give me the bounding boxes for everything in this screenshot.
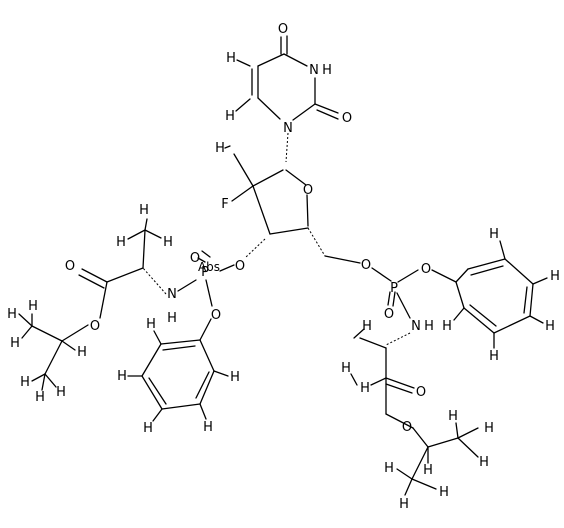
atom-h-ipr-right-7: H — [399, 497, 409, 512]
atom-h-phenyl-right-3: H — [545, 319, 555, 334]
atom-h-alpha-left-2: H — [116, 235, 126, 250]
atom-labels: O N H O N H H H F O O O O P Abs O N H O … — [7, 22, 560, 512]
atom-o-p-left-phenoxy: O — [211, 308, 221, 323]
atom-h-ipr-left-3: H — [10, 336, 20, 351]
atom-o-ester-left-single: O — [90, 319, 100, 334]
atom-n-right: N — [411, 319, 421, 334]
atom-h-phenyl-left-5: H — [230, 370, 240, 385]
bond-lines — [18, 35, 548, 496]
atom-o-ester-left-double: O — [65, 259, 75, 274]
atom-h-phenyl-right-1: H — [489, 227, 499, 242]
atom-o-ring: O — [303, 183, 313, 198]
atom-n-left: N — [167, 287, 177, 302]
atom-h-ipr-left-7: H — [35, 390, 45, 405]
atom-o-p-right-phenoxy: O — [421, 262, 431, 277]
atom-h-alpha-left-1: H — [139, 203, 149, 218]
atom-h-phenyl-left-2: H — [117, 369, 127, 384]
atom-h-c5-uracil: H — [226, 51, 236, 66]
atom-abs-label: Abs — [198, 260, 220, 274]
atom-h-ipr-right-6: H — [439, 485, 449, 500]
atom-o-p-left-double: O — [190, 251, 200, 266]
atom-h-n-right: H — [424, 319, 434, 334]
atom-o-ester-right-double: O — [416, 385, 426, 400]
atom-p-right: P — [390, 281, 398, 296]
atom-n1-uracil: N — [283, 121, 293, 136]
atom-h-methyl: H — [215, 141, 225, 156]
atom-o-p-right-double: O — [384, 307, 394, 322]
atom-h-ipr-left-6: H — [56, 385, 66, 400]
atom-h-ipr-right-4: H — [423, 463, 433, 478]
atom-h-ipr-left-5: H — [20, 375, 30, 390]
atom-h-alpha-right-3: H — [341, 361, 351, 376]
atom-h-phenyl-left-1: H — [146, 317, 156, 332]
atom-o-ester-right-single: O — [402, 420, 412, 435]
atom-h-c6-uracil: H — [225, 109, 235, 124]
atom-h-phenyl-left-3: H — [143, 421, 153, 436]
atom-h-n-left: H — [167, 311, 177, 326]
atom-h-phenyl-right-5: H — [442, 319, 452, 334]
atom-h-phenyl-left-4: H — [203, 420, 213, 435]
atom-h-ipr-left-2: H — [7, 307, 17, 322]
atom-h-alpha-right-2: H — [360, 381, 370, 396]
atom-o-uracil-right: O — [342, 111, 352, 126]
atom-n3-uracil: N — [309, 63, 319, 78]
atom-h-ipr-right-1: H — [448, 409, 458, 424]
atom-h-ipr-right-2: H — [484, 421, 494, 436]
atom-h-phenyl-right-4: H — [489, 349, 499, 364]
atom-h-ipr-left-1: H — [28, 299, 38, 314]
atom-f: F — [221, 197, 228, 212]
atom-h-n3-uracil: H — [322, 63, 332, 78]
atom-h-alpha-right-1: H — [362, 319, 372, 334]
atom-h-phenyl-right-2: H — [550, 269, 560, 284]
atom-p-left: P — [201, 265, 209, 280]
atom-h-alpha-left-3: H — [163, 235, 173, 250]
atom-o-5prime: O — [361, 258, 371, 273]
atom-h-ipr-right-5: H — [384, 461, 394, 476]
atom-o-uracil-top: O — [278, 22, 288, 37]
atom-o-3prime: O — [235, 259, 245, 274]
atom-h-ipr-right-3: H — [479, 455, 489, 470]
atom-h-ipr-left-4: H — [77, 345, 87, 360]
